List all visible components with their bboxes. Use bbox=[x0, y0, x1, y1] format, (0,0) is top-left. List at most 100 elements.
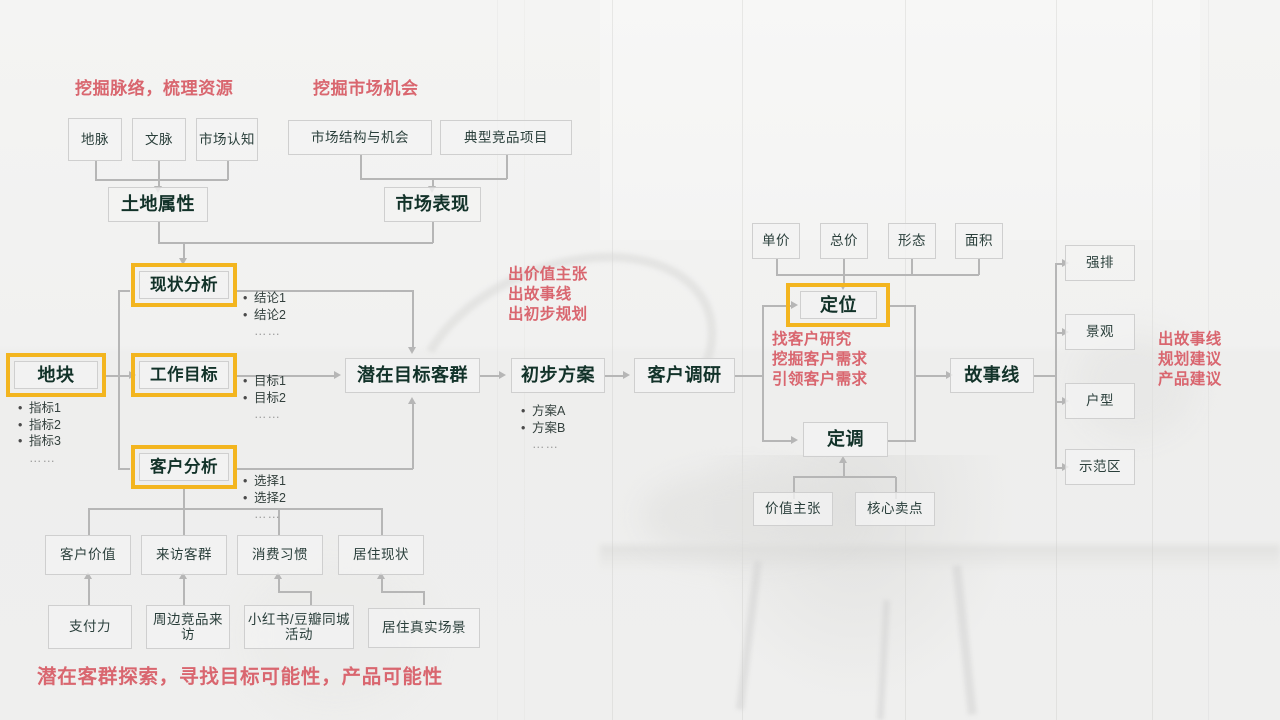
node-value-proposition[interactable]: 价值主张 bbox=[753, 492, 833, 526]
node-total-price[interactable]: 总价 bbox=[820, 223, 868, 259]
connector bbox=[360, 155, 362, 179]
node-unit-price[interactable]: 单价 bbox=[752, 223, 800, 259]
connector bbox=[1055, 332, 1064, 334]
annotation-footer: 潜在客群探索，寻找目标可能性，产品可能性 bbox=[37, 666, 444, 688]
node-preliminary-plan[interactable]: 初步方案 bbox=[511, 358, 605, 393]
node-current-analysis[interactable]: 现状分析 bbox=[139, 271, 229, 299]
node-customer-analysis[interactable]: 客户分析 bbox=[139, 453, 229, 481]
connector bbox=[278, 508, 280, 535]
arrow-down-icon bbox=[179, 258, 187, 265]
node-story-line[interactable]: 故事线 bbox=[950, 358, 1034, 393]
connector bbox=[88, 578, 90, 605]
bullets-dikuai: 指标1 指标2 指标3 …… bbox=[18, 400, 61, 467]
node-living-status[interactable]: 居住现状 bbox=[338, 535, 424, 575]
node-visiting-group[interactable]: 来访客群 bbox=[141, 535, 227, 575]
highlight-frame-dingwei bbox=[786, 283, 890, 327]
connector bbox=[776, 259, 778, 275]
node-payment-ability[interactable]: 支付力 bbox=[48, 605, 132, 649]
node-strong-layout[interactable]: 强排 bbox=[1065, 245, 1135, 281]
node-typical-competitor[interactable]: 典型竞品项目 bbox=[440, 120, 572, 155]
node-area[interactable]: 面积 bbox=[955, 223, 1003, 259]
node-customer-value[interactable]: 客户价值 bbox=[45, 535, 131, 575]
connector bbox=[183, 489, 185, 509]
node-tone-setting[interactable]: 定调 bbox=[803, 422, 888, 457]
arrow-right-icon bbox=[334, 371, 341, 379]
arrow-up-icon bbox=[839, 456, 847, 463]
connector bbox=[843, 259, 845, 275]
node-land-attribute[interactable]: 土地属性 bbox=[108, 187, 208, 222]
arrow-right-icon bbox=[791, 301, 798, 309]
node-market-structure[interactable]: 市场结构与机会 bbox=[288, 120, 432, 155]
connector bbox=[895, 477, 897, 499]
node-consumption-habit[interactable]: 消费习惯 bbox=[237, 535, 323, 575]
connector bbox=[412, 403, 414, 469]
node-customer-research[interactable]: 客户调研 bbox=[634, 358, 735, 393]
arrow-up-icon bbox=[408, 397, 416, 404]
connector bbox=[381, 591, 424, 593]
connector bbox=[1055, 467, 1064, 469]
node-core-selling-point[interactable]: 核心卖点 bbox=[855, 492, 935, 526]
connector bbox=[978, 259, 980, 275]
connector bbox=[381, 508, 383, 535]
connector bbox=[95, 161, 97, 180]
node-market-performance[interactable]: 市场表现 bbox=[384, 187, 481, 222]
node-real-living-scene[interactable]: 居住真实场景 bbox=[368, 608, 480, 648]
connector bbox=[762, 305, 792, 307]
connector bbox=[310, 591, 312, 605]
connector bbox=[843, 274, 845, 284]
connector bbox=[88, 508, 90, 535]
node-demo-area[interactable]: 示范区 bbox=[1065, 449, 1135, 485]
connector bbox=[735, 375, 763, 377]
connector bbox=[762, 440, 792, 442]
node-positioning[interactable]: 定位 bbox=[800, 291, 877, 319]
connector bbox=[118, 290, 130, 292]
connector bbox=[914, 305, 916, 441]
arrow-right-icon bbox=[946, 371, 953, 379]
annotation-positioning: 找客户研究 挖掘客户需求 引领客户需求 bbox=[772, 331, 868, 389]
node-nearby-competitor-visit[interactable]: 周边竞品来访 bbox=[146, 605, 230, 649]
connector bbox=[118, 375, 130, 377]
connector bbox=[237, 468, 413, 470]
connector bbox=[776, 274, 979, 276]
node-social-activity[interactable]: 小红书/豆瓣同城活动 bbox=[244, 605, 354, 649]
annotation-center: 出价值主张 出故事线 出初步规划 bbox=[508, 266, 588, 324]
node-market-cognition[interactable]: 市场认知 bbox=[196, 118, 258, 161]
node-landscape[interactable]: 景观 bbox=[1065, 314, 1135, 350]
connector bbox=[106, 375, 119, 377]
bullets-fangan: 方案A 方案B …… bbox=[521, 403, 565, 453]
highlight-frame-kehufenxi bbox=[131, 445, 237, 489]
connector bbox=[158, 179, 160, 187]
node-work-goal[interactable]: 工作目标 bbox=[139, 361, 229, 389]
highlight-frame-xianzhuang bbox=[131, 263, 237, 307]
connector bbox=[237, 290, 413, 292]
arrow-down-icon bbox=[408, 347, 416, 354]
arrow-up-icon bbox=[179, 572, 187, 579]
connector bbox=[118, 290, 120, 470]
arrow-right-icon bbox=[791, 436, 798, 444]
arrow-right-icon bbox=[499, 371, 506, 379]
bullets-mubiao: 目标1 目标2 …… bbox=[243, 373, 286, 423]
node-form[interactable]: 形态 bbox=[888, 223, 936, 259]
highlight-frame-dikuai bbox=[6, 353, 106, 397]
connector bbox=[432, 222, 434, 243]
arrow-right-icon bbox=[623, 371, 630, 379]
connector bbox=[118, 468, 130, 470]
annotation-top-left: 挖掘脉络，梳理资源 bbox=[75, 79, 234, 98]
connector bbox=[412, 290, 414, 348]
connector bbox=[1034, 375, 1056, 377]
connector bbox=[604, 375, 624, 377]
node-dikuai[interactable]: 地块 bbox=[14, 361, 98, 389]
connector bbox=[158, 242, 433, 244]
connector bbox=[158, 222, 160, 243]
connector bbox=[183, 578, 185, 605]
connector bbox=[158, 161, 160, 180]
connector bbox=[1055, 263, 1057, 468]
node-unit-type[interactable]: 户型 bbox=[1065, 383, 1135, 419]
node-wenmai[interactable]: 文脉 bbox=[132, 118, 186, 161]
node-potential-target-group[interactable]: 潜在目标客群 bbox=[345, 358, 480, 393]
annotation-far-right: 出故事线 规划建议 产品建议 bbox=[1158, 331, 1222, 389]
annotation-top-mid: 挖掘市场机会 bbox=[313, 79, 419, 98]
node-dimai[interactable]: 地脉 bbox=[68, 118, 122, 161]
connector bbox=[480, 375, 500, 377]
